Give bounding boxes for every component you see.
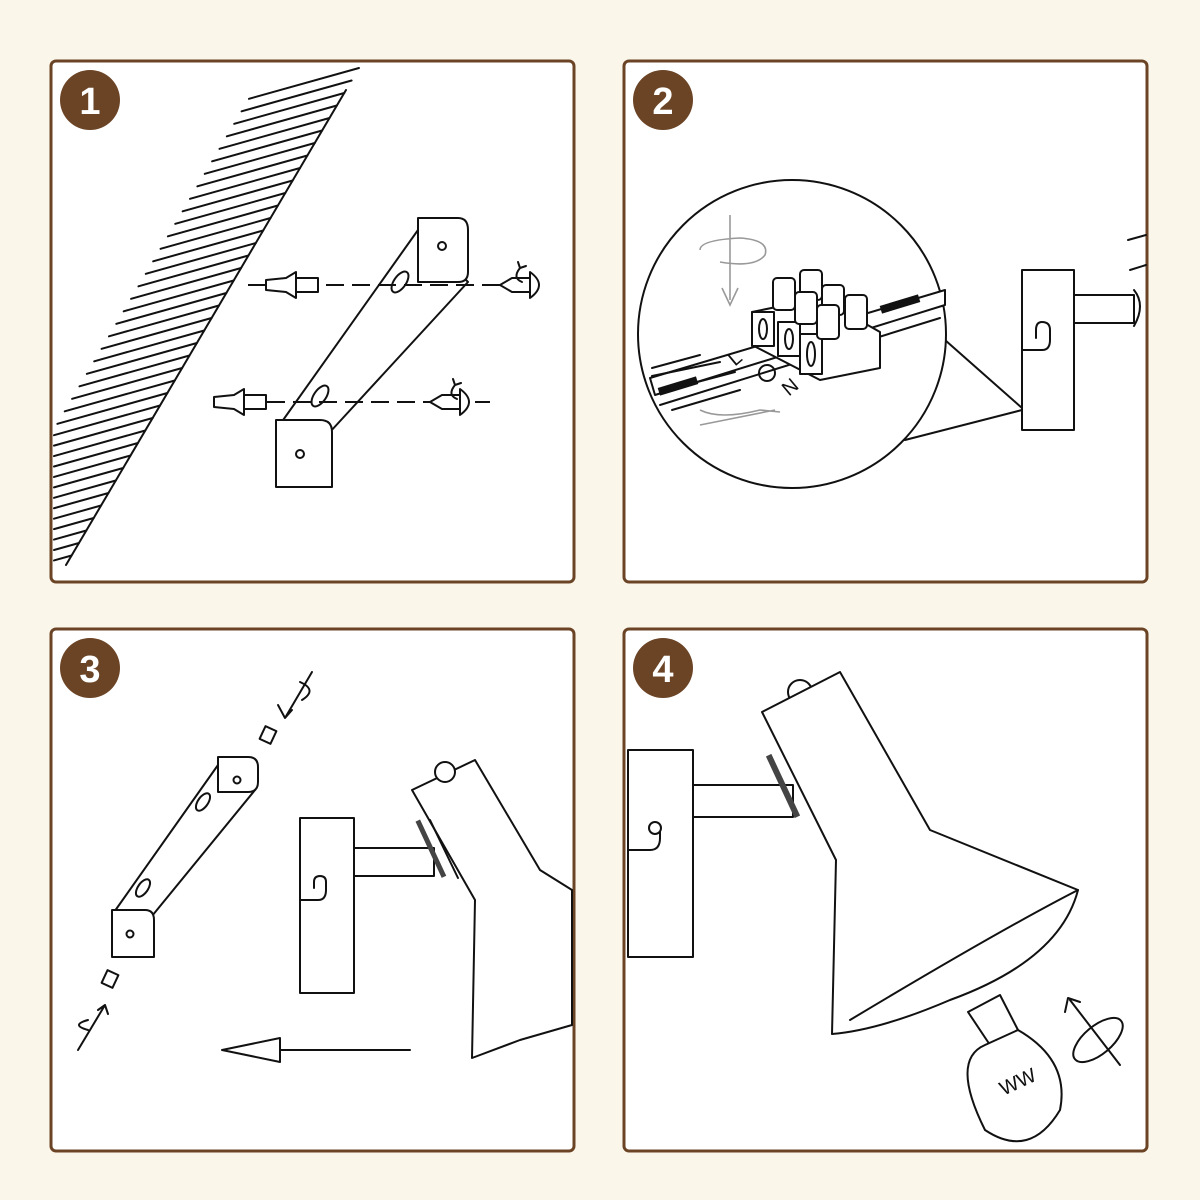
step-number: 1 — [79, 81, 100, 123]
hatch-line — [100, 317, 213, 350]
wall-bracket — [275, 217, 469, 488]
lamp-assembly — [299, 759, 573, 1059]
step-number-badge — [60, 638, 120, 698]
hatch-line — [130, 267, 243, 300]
hatch-line — [225, 104, 338, 138]
hatch-line — [115, 292, 228, 325]
step-2-panel: L N 2 — [622, 59, 1149, 584]
hatch-line — [53, 442, 139, 468]
step-3-panel: 3 — [49, 627, 576, 1153]
hatch-line — [166, 204, 279, 238]
hatch-line — [247, 67, 360, 100]
step-number-badge — [60, 70, 120, 130]
step-number: 2 — [652, 81, 673, 123]
hatch-line — [189, 167, 302, 200]
hatch-line — [122, 279, 235, 313]
light-bulb: WW — [966, 994, 1063, 1143]
wall-bracket — [111, 756, 259, 958]
hatch-line — [53, 517, 95, 531]
step-number: 3 — [79, 649, 100, 691]
hatch-line — [53, 504, 103, 520]
hatch-line — [240, 79, 353, 113]
step-number-badge — [633, 70, 693, 130]
lower-dowel-and-screw — [213, 378, 490, 416]
hatch-line — [203, 142, 316, 175]
panel-frame — [49, 59, 576, 584]
hatch-line — [53, 467, 125, 489]
hatch-line — [181, 179, 294, 213]
hatch-line — [159, 217, 272, 250]
screw-in-rotation-icon — [1064, 997, 1124, 1066]
wall-edge — [65, 89, 347, 566]
hatch-line — [85, 342, 198, 375]
hatch-line — [53, 492, 110, 510]
hatch-line — [152, 229, 265, 263]
hatch-line — [174, 192, 287, 225]
step-4-panel: WW 4 — [622, 627, 1149, 1153]
wall-hatching — [53, 67, 360, 562]
hatch-line — [71, 367, 184, 400]
push-direction-arrow — [221, 1037, 411, 1063]
terminal-block-detail — [649, 215, 946, 426]
hatch-line — [53, 417, 154, 447]
step-number: 4 — [652, 649, 673, 691]
lamp-assembly — [627, 671, 1079, 1035]
hatch-line — [53, 529, 88, 541]
hatch-line — [93, 329, 206, 363]
hatch-line — [63, 379, 176, 413]
hatch-line — [78, 354, 191, 388]
screws — [77, 671, 313, 1051]
hatch-line — [53, 479, 117, 499]
hatch-line — [56, 392, 169, 425]
step-1-panel: 1 — [49, 59, 576, 584]
wall-plate-with-arm — [904, 234, 1147, 441]
hatch-line — [144, 242, 257, 275]
hatch-line — [53, 429, 147, 458]
hatch-line — [53, 542, 80, 551]
upper-dowel-and-screw — [248, 261, 540, 299]
hatch-line — [107, 304, 220, 338]
hatch-line — [137, 254, 250, 288]
hatch-line — [211, 129, 324, 163]
hatch-line — [233, 92, 346, 125]
hatch-line — [53, 454, 132, 478]
hatch-line — [218, 117, 331, 150]
step-number-badge — [633, 638, 693, 698]
hatch-line — [53, 554, 73, 562]
hatch-line — [53, 404, 162, 437]
hatch-line — [196, 154, 309, 188]
